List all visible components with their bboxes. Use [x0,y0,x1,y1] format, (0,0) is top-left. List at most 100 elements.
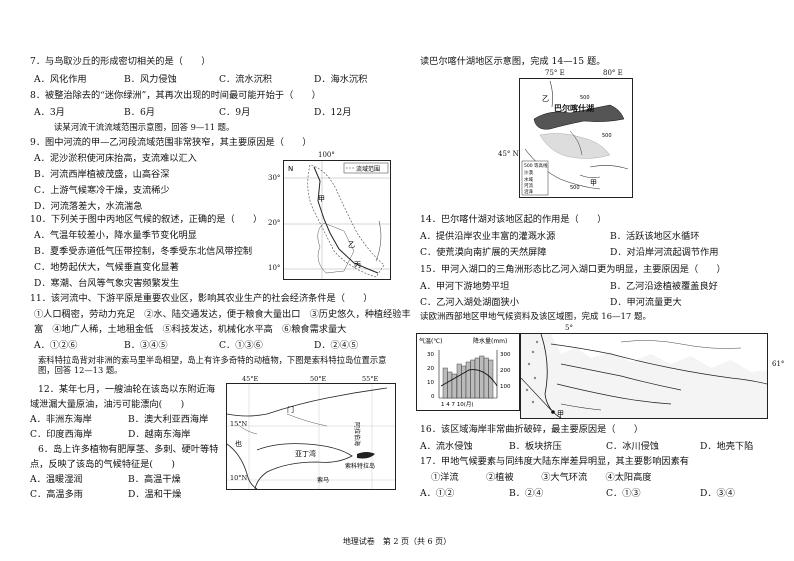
q16-option-b: B．板块挤压 [509,441,562,452]
river-map-lon-label: 100° [318,151,335,159]
balkhash-lat45: 45° N [498,150,519,158]
q8-stem: 8．被整治除去的“迷你绿洲”，其再次出现的时间最可能开始于（ ） [30,90,321,101]
river-map-lat30-label: 30° [268,174,281,182]
q16-option-d: D．地壳下陷 [700,441,754,452]
balkhash-lon75: 75° E [545,69,565,77]
balkhash-contour-b: 500 [602,133,612,139]
q10-option-c: C．地势起伏大，气候垂直变化显著 [34,262,179,273]
europe-lat61: 61° [772,360,785,368]
q11-option-c: C．①③⑥ [219,340,263,351]
river-legend-label: 流域范围 [356,165,380,173]
q14-option-d: D．对沿岸河流起调节作用 [610,247,719,258]
balkhash-svg: 巴尔喀什湖 500 500 500 乙 甲 500 等高线 沙漠 水域 河流 沼… [520,79,632,197]
q12-option-a: A．非洲东海岸 [30,414,92,425]
q15-option-d: D．甲河流量更大 [610,297,682,308]
q16-stem: 16．该区域海岸非常曲折破碎，最主要原因是（ ） [420,424,644,435]
q8-option-c: C．9月 [219,107,251,118]
balkhash-contour-a: 500 [580,95,590,101]
chart-p200: 200 [500,368,511,374]
q15-stem: 15．甲河入湖口的三角洲形态比乙河入湖口更为明显，主要原因是（ ） [420,264,726,275]
socotra-lon50: 50°E [310,375,327,383]
q14-option-c: C．使荒漠向南扩展的天然屏障 [420,247,547,258]
q7-option-d: D．海水沉积 [314,74,368,85]
europe-jia-label: 甲 [557,410,564,418]
q16-option-a: A．流水侵蚀 [420,441,473,452]
europe-coast-svg: 甲 [520,333,768,419]
balkhash-legend-1: 沙漠 [524,169,533,176]
q13-line-2: 点，反映了该岛的气候特征是( ) [30,459,175,470]
q13-option-d: D．温和干燥 [128,489,182,500]
socotra-lat15: 15°N [230,420,248,428]
q14-stem: 14．巴尔喀什湖对该地区起的作用是（ ） [420,214,607,225]
q14-option-a: A．提供沿岸农业丰富的灌溉水源 [420,231,556,242]
q16-option-c: C．冰川侵蚀 [606,441,659,452]
river-map-lat20-label: 20° [268,219,281,227]
q15-option-a: A．甲河下游地势平坦 [420,281,510,292]
socotra-ye-label: 也 [235,439,242,448]
intro-16-17: 读欧洲西部地区甲地气候资料及该区域图，完成 16—17 题。 [420,312,652,322]
socotra-sea-label: 阿拉伯海 [353,422,361,446]
q9-option-a: A．泥沙淤积使河床抬高，支流难以汇入 [34,153,197,164]
q14-option-b: B．活跃该地区水循环 [610,231,700,242]
q12-option-d: D．越南东海岸 [128,429,191,440]
socotra-lon55: 55°E [362,375,379,383]
q9-option-d: D．河流落差大，水流湍急 [34,201,143,212]
balkhash-contour-c: 500 [570,185,580,191]
river-basin-map: 流域范围 N 甲 乙 丙 [283,160,391,280]
q9-stem: 9．图中河流的甲—乙河段流域范围非常狭窄，其主要原因是（ ） [30,137,312,148]
intro-9-11: 读某河流干流流域范围示意图，回答 9—11 题。 [54,122,235,132]
chart-months: 1 4 7 10(月) [441,401,474,408]
chart-t20: 20 [427,366,434,372]
q17-option-a: A．①② [420,488,455,499]
q8-option-a: A．3月 [34,107,65,118]
q13-option-a: A．温暖湿润 [30,474,83,485]
q17-stem: 17．甲地气候要素与同纬度大陆东岸差异明显，其主要影响因素有 [420,456,689,467]
socotra-lat10: 10°N [230,474,248,482]
river-basin-svg: 流域范围 N 甲 乙 丙 [284,161,390,279]
q10-option-d: D．寒潮、台风等气象灾害频繁发生 [34,278,180,289]
socotra-svg: 门 也 亚丁湾 索科特拉岛 阿拉伯海 索马 [226,384,395,490]
balkhash-lake-label: 巴尔喀什湖 [554,103,594,113]
q7-option-b: B．风力侵蚀 [124,74,177,85]
q13-option-c: C．高温多雨 [30,489,83,500]
balkhash-legend-3: 河流 [524,182,533,189]
chart-t0: 0 [431,394,435,400]
balkhash-legend-4: 沼泽 [524,188,533,195]
chart-t30: 30 [427,352,434,358]
chart-t10: 10 [427,380,434,386]
q7-option-c: C．流水沉积 [219,74,272,85]
q9-option-b: B．河流西岸植被茂盛，山高谷深 [34,169,170,180]
river-map-jia-label: 甲 [318,195,325,203]
socotra-map: 门 也 亚丁湾 索科特拉岛 阿拉伯海 索马 [226,383,396,490]
q15-option-c: C．乙河入湖处湖面狭小 [420,297,519,308]
river-map-bing-label: 丙 [354,261,361,269]
socotra-men-label: 门 [287,405,294,414]
balkhash-legend-2: 水域 [524,176,533,183]
q11-option-a: A．①②⑥ [34,340,78,351]
balkhash-legend-0: 500 等高线 [524,162,548,169]
q17-option-c: C．①③ [606,488,641,499]
chart-temp-label: 气温(℃) [419,337,442,345]
q10-option-a: A．气温年较差小，降水量季节变化明显 [34,230,197,241]
q12-option-c: C．印度西海岸 [30,429,93,440]
europe-lon5: 5° [565,324,573,332]
socotra-island-label: 索科特拉岛 [345,462,375,470]
q15-option-b: B．乙河沿途植被覆盖良好 [610,281,718,292]
q12-line-1: 12．某年七月，一艘油轮在该岛以东附近海 [38,384,216,395]
q11-stem: 11．该河流中、下游平原是重要农业区，影响其农业生产的社会经济条件是（ ） [30,293,373,304]
q12-line-2: 域泄漏大量原油，油污可能漂向( ) [30,399,185,410]
q13-option-b: B．高温干燥 [128,474,181,485]
q12-option-b: B．澳大利亚西海岸 [128,414,209,425]
q11-line-1: ①人口稠密，劳动力充足 ②水、陆交通发达，便于粮食大量出口 ③历史悠久，种植经验… [34,309,411,320]
q13-line-1: 6．岛上许多植物有肥厚茎、多刺、硬叶等特 [38,444,219,455]
river-map-north-label: N [288,165,293,173]
q17-items: ①洋流 ②植被 ③大气环流 ④太阳高度 [431,472,652,483]
river-map-lat10-label: 10° [268,264,281,272]
climate-chart: 气温(℃) 降水量(mm) 30 20 10 0 300 200 100 1 4… [416,333,520,411]
balkhash-yi-label: 乙 [542,95,549,103]
q11-line-2: 富 ④地广人稀，土地租金低 ⑤科技发达，机械化水平高 ⑥粮食需求量大 [34,324,347,335]
chart-p300: 300 [500,352,511,358]
balkhash-jia-label: 甲 [590,179,597,187]
q7-stem: 7．与鸟取沙丘的形成密切相关的是（ ） [30,56,211,67]
q10-option-b: B．夏季受赤道低气压带控制，冬季受东北信风带控制 [34,246,253,257]
